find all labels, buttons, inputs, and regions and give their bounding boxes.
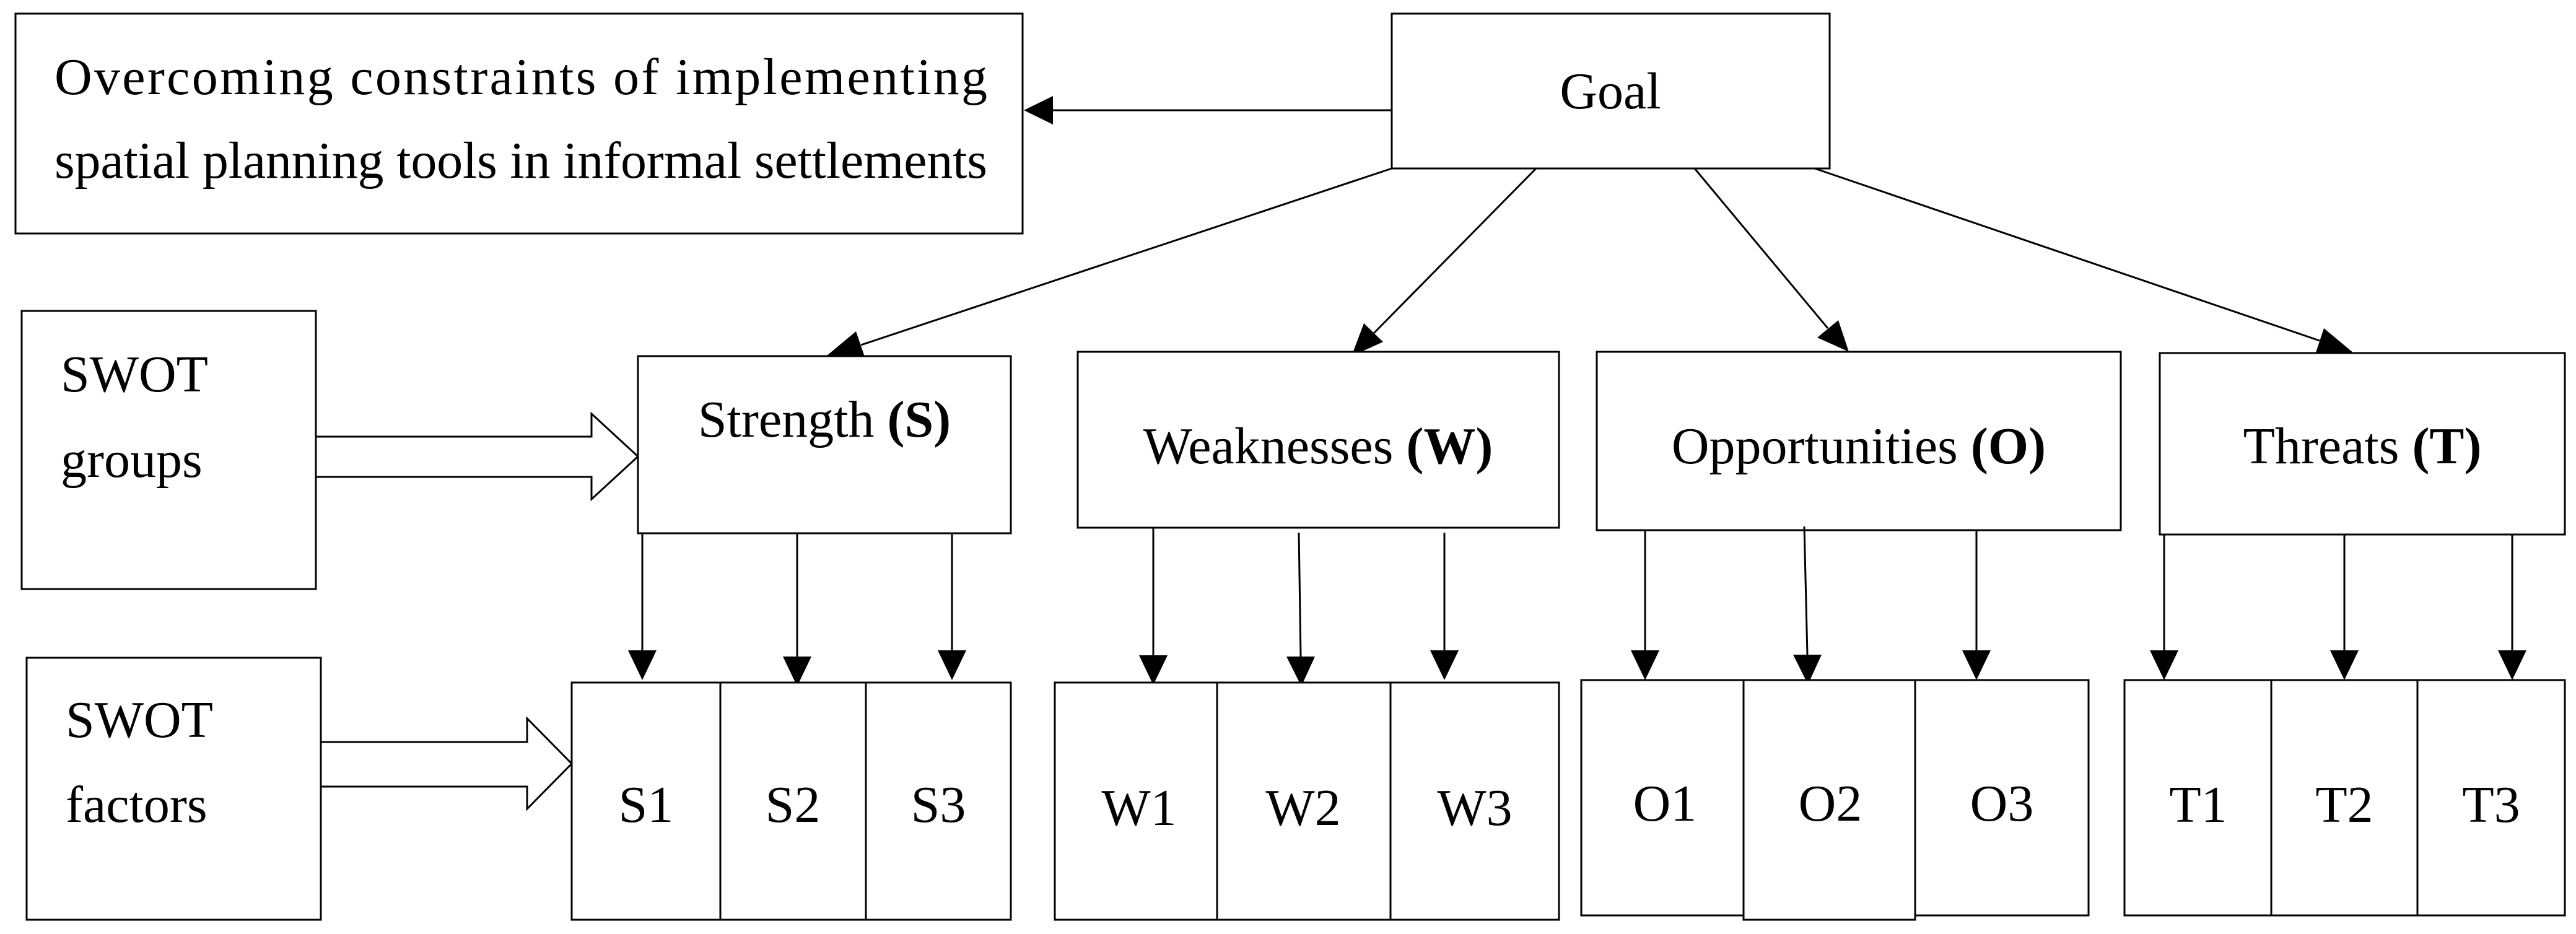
swot-factors-label-line-1: SWOT — [66, 691, 213, 749]
strength-group: Strength (S) S1 S2 S3 — [570, 355, 1012, 921]
weaknesses-label: Weaknesses (W) — [1143, 417, 1493, 475]
goal-to-strength-connector — [860, 167, 1392, 346]
factor-label-w3: W3 — [1437, 779, 1512, 837]
weaknesses-to-w3-arrowhead — [1430, 650, 1459, 680]
threats-code: (T) — [2412, 417, 2481, 475]
weaknesses-code: (W) — [1406, 417, 1493, 475]
factor-label-t3: T3 — [2462, 776, 2520, 834]
strength-to-s1-arrowhead — [628, 650, 657, 680]
factor-box-t3 — [2416, 679, 2566, 917]
opportunities-group: Opportunities (O) O1 O2 O3 — [1580, 351, 2122, 921]
opportunities-code: (O) — [1971, 417, 2046, 475]
factor-label-w2: W2 — [1265, 779, 1340, 837]
weaknesses-to-w2-connector — [1298, 532, 1302, 657]
factor-box-o3 — [1914, 679, 2090, 917]
factor-label-t1: T1 — [2169, 776, 2227, 834]
goal-to-opportunities-connector — [1693, 168, 1829, 329]
goal-to-weaknesses-connector — [1373, 167, 1537, 334]
threats-label: Threats (T) — [2243, 417, 2482, 475]
strength-box — [637, 355, 1012, 535]
factor-label-s2: S2 — [766, 776, 821, 834]
goal-to-threats-connector — [1814, 167, 2320, 342]
threats-name: Threats — [2243, 417, 2399, 475]
strength-to-s3-arrowhead — [938, 650, 966, 680]
threats-to-t3-arrowhead — [2498, 650, 2526, 680]
weaknesses-name: Weaknesses — [1143, 417, 1394, 475]
swot-groups-label-box — [20, 310, 317, 590]
factor-box-w2 — [1216, 681, 1392, 921]
goal-label: Goal — [1560, 63, 1661, 120]
factor-box-o2 — [1742, 679, 1916, 921]
factor-label-s3: S3 — [911, 776, 966, 834]
weaknesses-box — [1076, 351, 1560, 529]
goal-to-opportunities-arrowhead — [1817, 320, 1849, 352]
opportunities-to-o2-connector — [1803, 526, 1809, 655]
factor-label-o3: O3 — [1970, 775, 2034, 832]
opportunities-to-o1-arrowhead — [1631, 650, 1659, 680]
goal-description-box — [14, 12, 1024, 235]
factor-box-s2 — [719, 681, 867, 921]
goal-description-line-2: spatial planning tools in informal settl… — [55, 132, 987, 190]
goal-to-strength-arrowhead — [826, 331, 865, 357]
goal-to-threats-arrowhead — [2315, 328, 2354, 354]
strength-code: (S) — [887, 391, 951, 448]
swot-groups-label-line-1: SWOT — [61, 346, 208, 403]
factor-label-o1: O1 — [1633, 775, 1697, 832]
factor-box-t1 — [2123, 679, 2273, 917]
swot-factors-label-line-2: factors — [66, 776, 207, 834]
threats-to-t2-arrowhead — [2330, 650, 2359, 680]
weaknesses-to-w2-arrowhead — [1286, 657, 1315, 686]
goal-to-weaknesses-arrowhead — [1351, 323, 1383, 356]
factor-label-w1: W1 — [1101, 779, 1176, 837]
opportunities-to-o3-arrowhead — [1962, 650, 1991, 680]
factor-box-s3 — [865, 681, 1012, 921]
threats-box — [2159, 352, 2566, 536]
weaknesses-group: Weaknesses (W) W1 W2 W3 — [1054, 351, 1560, 921]
opportunities-to-o2-arrowhead — [1793, 655, 1822, 684]
factor-box-s1 — [570, 681, 722, 921]
threats-group: Threats (T) T1 T2 T3 — [2123, 352, 2566, 917]
opportunities-label: Opportunities (O) — [1672, 417, 2046, 475]
swot-factors-label-box — [25, 657, 322, 921]
weaknesses-to-w1-arrowhead — [1139, 655, 1168, 685]
opportunities-name: Opportunities — [1672, 417, 1958, 475]
factor-box-w1 — [1054, 681, 1218, 921]
swot-groups-block-arrow — [315, 411, 640, 502]
goal-box — [1391, 12, 1831, 170]
threats-to-t1-arrowhead — [2150, 650, 2178, 680]
opportunities-box — [1596, 351, 2122, 531]
swot-factors-block-arrow — [320, 716, 574, 811]
goal-to-description-arrowhead — [1024, 96, 1053, 124]
factor-box-t2 — [2270, 679, 2419, 917]
swot-groups-label-line-2: groups — [61, 431, 203, 489]
goal-description-line-1: Overcoming constraints of implementing — [55, 48, 987, 106]
strength-to-s2-arrowhead — [783, 657, 811, 686]
factor-label-s1: S1 — [619, 776, 674, 834]
factor-box-w3 — [1389, 681, 1560, 921]
strength-label: Strength (S) — [698, 391, 951, 448]
factor-label-t2: T2 — [2315, 776, 2373, 834]
strength-name: Strength — [698, 391, 875, 448]
factor-label-o2: O2 — [1799, 775, 1862, 832]
